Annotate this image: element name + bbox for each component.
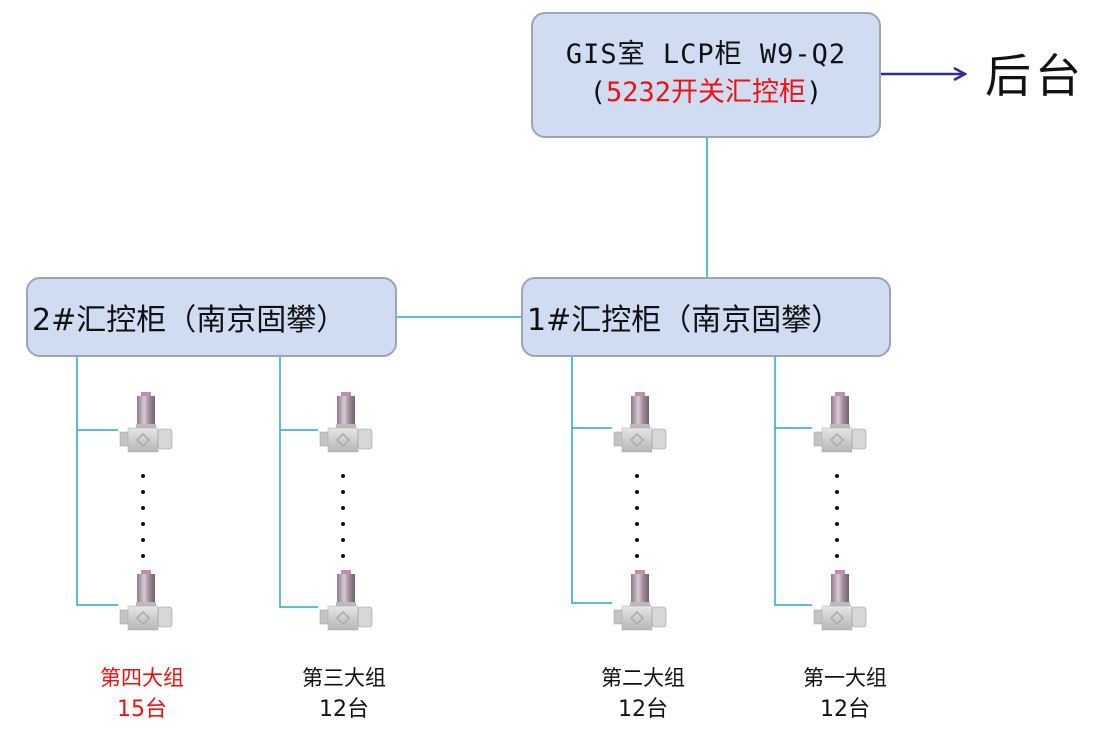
dot [141,538,145,542]
backend-label: 后台 [985,49,1085,103]
dot [341,474,345,478]
ellipsis-icon [635,474,641,570]
dot [835,490,839,494]
dot [141,474,145,478]
dot [835,522,839,526]
dot [341,522,345,526]
group-1-label: 第一大组 12台 [775,662,915,726]
dot [835,474,839,478]
paren-close: ) [806,77,823,108]
lcp-cabinet-subtitle: (5232开关汇控柜) [590,73,823,113]
ellipsis-icon [141,474,147,570]
lcp-cabinet-node: GIS室 LCP柜 W9-Q2 (5232开关汇控柜) [531,12,881,138]
group-count: 12台 [820,697,870,722]
pressure-sensor-icon [316,570,378,634]
pressure-sensor-icon [810,570,872,634]
group3-bus [279,357,318,608]
group-name: 第二大组 [601,666,685,690]
dot [835,554,839,558]
dot [635,506,639,510]
dot [141,490,145,494]
pressure-sensor-icon [116,392,178,456]
dot [141,506,145,510]
dot [635,538,639,542]
dot [141,522,145,526]
dot [635,474,639,478]
group-count: 12台 [618,697,668,722]
lcp-cabinet-title: GIS室 LCP柜 W9-Q2 [565,39,847,70]
pressure-sensor-icon [610,392,672,456]
pressure-sensor-icon [610,570,672,634]
pressure-sensor-icon [116,570,178,634]
ellipsis-icon [341,474,347,570]
group-name: 第一大组 [803,666,887,690]
dot [635,522,639,526]
pressure-sensor-icon [316,392,378,456]
dot [341,490,345,494]
dot [635,490,639,494]
cabinet-1-label: 1#汇控柜（南京固攀） [527,303,842,338]
pressure-sensor-icon [810,392,872,456]
group-3-label: 第三大组 12台 [274,662,414,726]
dot [835,506,839,510]
group1-bus [774,357,812,606]
switch-cabinet-label: 5232开关汇控柜 [605,77,807,108]
group4-bus [76,357,118,606]
group-4-label: 第四大组 15台 [72,662,212,726]
cabinet-1-node: 1#汇控柜（南京固攀） [521,277,891,357]
group2-bus [571,357,612,604]
group-count: 12台 [319,697,369,722]
dot [141,554,145,558]
group-name: 第四大组 [100,666,184,690]
paren-open: ( [589,77,606,108]
dot [635,554,639,558]
dot [341,506,345,510]
dot [341,538,345,542]
group-count: 15台 [117,697,167,722]
cabinet-2-label: 2#汇控柜（南京固攀） [32,303,347,338]
ellipsis-icon [835,474,841,570]
cabinet-2-node: 2#汇控柜（南京固攀） [26,277,397,357]
group-2-label: 第二大组 12台 [573,662,713,726]
dot [341,554,345,558]
dot [835,538,839,542]
group-name: 第三大组 [302,666,386,690]
